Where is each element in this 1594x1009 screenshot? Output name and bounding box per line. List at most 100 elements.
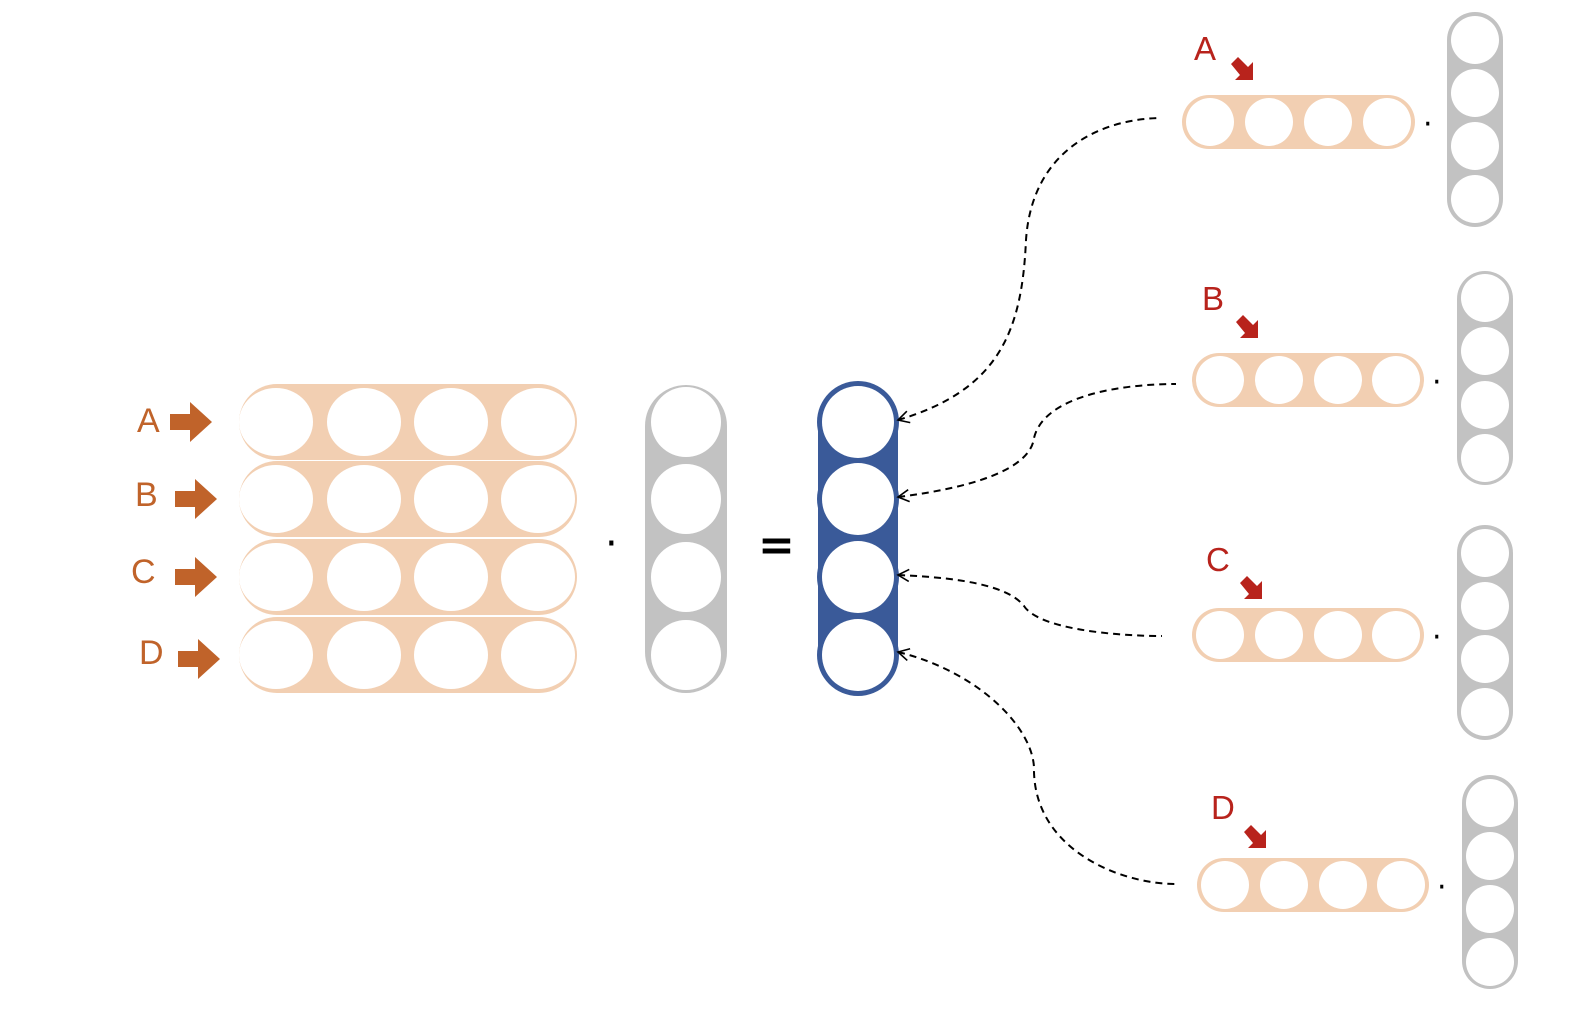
row-bar: [1192, 353, 1424, 407]
result-cell: [822, 541, 894, 613]
connector-arrow-b: [896, 383, 1177, 503]
row-cell: [1363, 98, 1411, 146]
row-label-b: B: [135, 476, 158, 514]
row-cell: [1314, 611, 1362, 659]
matrix-cell: [414, 388, 488, 456]
matrix-cell: [501, 543, 575, 611]
vector-cell: [1461, 635, 1509, 683]
vector-cell: [1451, 69, 1499, 117]
row-cell: [1245, 98, 1293, 146]
row-bar: [1197, 858, 1429, 912]
row-bar: [1192, 608, 1424, 662]
result-cell: [822, 619, 894, 691]
matrix-row-bar: [239, 384, 577, 460]
row-cell: [1260, 861, 1308, 909]
row-cell: [1372, 611, 1420, 659]
dot-operator: ·: [605, 521, 618, 567]
row-cell: [1304, 98, 1352, 146]
row-cell: [1372, 356, 1420, 404]
vector-cell: [1451, 16, 1499, 64]
vector-cell: [1466, 885, 1514, 933]
matrix-cell: [501, 388, 575, 456]
row-product-label: C: [1206, 541, 1230, 578]
vector-bar: [1457, 271, 1513, 485]
row-cell: [1201, 861, 1249, 909]
vector-cell: [651, 387, 721, 457]
matrix-row-bar: [239, 461, 577, 537]
row-cell: [1319, 861, 1367, 909]
vector-cell: [1461, 529, 1509, 577]
result-cell: [822, 386, 894, 458]
vector-cell: [1451, 175, 1499, 223]
matrix-cell: [501, 465, 575, 533]
vector-cell: [1466, 938, 1514, 986]
vector-cell: [651, 464, 721, 534]
pointer-arrow-icon: [1240, 576, 1262, 599]
vector-cell: [1461, 582, 1509, 630]
matrix-cell: [327, 621, 401, 689]
matrix: A B C D: [131, 384, 577, 693]
equals-operator: =: [758, 520, 795, 571]
vector-cell: [1461, 274, 1509, 322]
row-cell: [1255, 611, 1303, 659]
matrix-row-bar: [239, 539, 577, 615]
row-cell: [1196, 356, 1244, 404]
vector-cell: [1466, 832, 1514, 880]
row-product-a: A ·: [1182, 12, 1503, 227]
result-cell: [822, 463, 894, 535]
row-product-d: D ·: [1197, 775, 1518, 989]
matrix-row-bar: [239, 617, 577, 693]
row-product-label: B: [1202, 280, 1224, 317]
vector-bar: [1462, 775, 1518, 989]
matrix-row: C: [131, 539, 577, 615]
row-product-c: C ·: [1192, 525, 1513, 740]
matrix-cell: [414, 465, 488, 533]
row-bar: [1182, 95, 1415, 149]
result-bar: [818, 422, 898, 655]
matrix-cell: [327, 465, 401, 533]
row-arrow-icon: [175, 557, 217, 597]
connector-arrow-c: [896, 568, 1163, 637]
row-product-label: D: [1211, 789, 1235, 826]
vector-cell: [651, 542, 721, 612]
vector-cell: [1461, 688, 1509, 736]
row-cell: [1255, 356, 1303, 404]
vector-cell: [1461, 434, 1509, 482]
row-cell: [1196, 611, 1244, 659]
vector-bar: [645, 385, 727, 693]
matrix-cell: [239, 621, 313, 689]
connector-arrow-a: [896, 117, 1159, 424]
row-product-b: B ·: [1192, 271, 1513, 485]
matrix-cell: [414, 621, 488, 689]
connectors: [896, 117, 1177, 885]
matrix-row: A: [137, 384, 577, 460]
matrix-cell: [327, 543, 401, 611]
matrix-cell: [327, 388, 401, 456]
matrix-cell: [239, 388, 313, 456]
vector-cell: [651, 620, 721, 690]
row-cell: [1186, 98, 1234, 146]
row-label-d: D: [139, 634, 164, 672]
matrix-cell: [239, 465, 313, 533]
vector-cell: [1461, 381, 1509, 429]
row-label-c: C: [131, 553, 156, 591]
vector: [645, 385, 727, 693]
dot-operator: ·: [1432, 620, 1442, 655]
connector-arrow-d: [896, 648, 1177, 885]
row-arrow-icon: [170, 402, 212, 442]
matrix-cell: [501, 621, 575, 689]
row-product-label: A: [1194, 30, 1216, 67]
vector-cell: [1451, 122, 1499, 170]
pointer-arrow-icon: [1244, 825, 1266, 848]
matrix-cell: [414, 543, 488, 611]
pointer-arrow-icon: [1231, 57, 1253, 80]
pointer-arrow-icon: [1236, 315, 1258, 338]
dot-operator: ·: [1437, 870, 1447, 905]
dot-operator: ·: [1423, 107, 1433, 142]
vector-cell: [1461, 327, 1509, 375]
dot-operator: ·: [1432, 365, 1442, 400]
vector-bar: [1447, 12, 1503, 227]
row-cell: [1377, 861, 1425, 909]
vector-cell: [1466, 779, 1514, 827]
